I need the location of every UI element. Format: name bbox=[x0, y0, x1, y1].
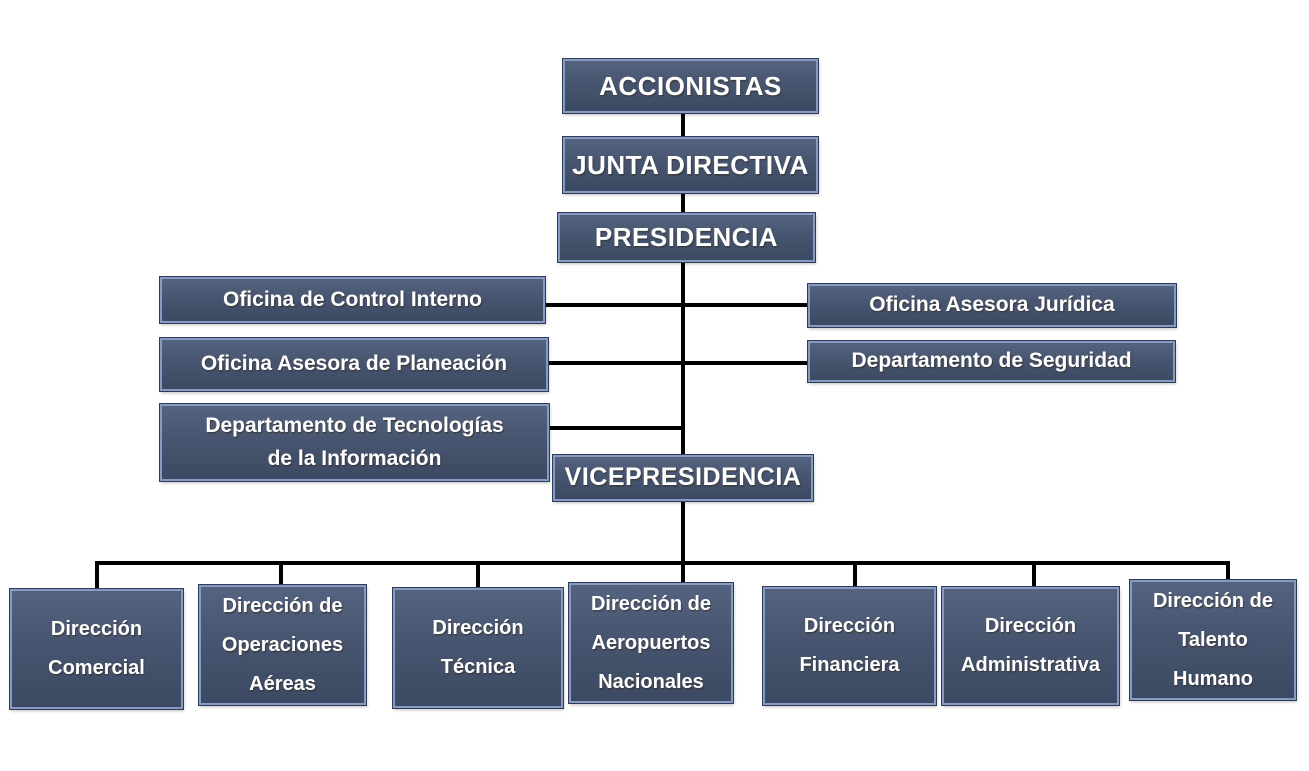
connector-stub-1 bbox=[95, 561, 99, 591]
node-junta-directiva: JUNTA DIRECTIVA bbox=[563, 137, 818, 193]
connector-stub-7 bbox=[1226, 561, 1230, 591]
connector-accionistas-junta bbox=[681, 113, 685, 139]
node-direccion-tecnica: Dirección Técnica bbox=[393, 588, 563, 708]
connector-row1-horizontal bbox=[545, 303, 808, 307]
connector-bottom-bar bbox=[95, 561, 1230, 565]
connector-stub-4 bbox=[681, 561, 685, 591]
node-direccion-aeropuertos-nacionales: Dirección de Aeropuertos Nacionales bbox=[569, 583, 733, 703]
node-direccion-comercial: Dirección Comercial bbox=[10, 589, 183, 709]
node-direccion-talento-humano: Dirección de Talento Humano bbox=[1130, 580, 1296, 700]
connector-row3-horizontal bbox=[549, 426, 685, 430]
connector-stub-5 bbox=[853, 561, 857, 591]
node-direccion-operaciones-aereas: Dirección de Operaciones Aéreas bbox=[199, 585, 366, 705]
connector-trunk-vertical bbox=[681, 260, 685, 563]
connector-stub-6 bbox=[1032, 561, 1036, 591]
node-vicepresidencia: VICEPRESIDENCIA bbox=[553, 455, 813, 501]
node-direccion-financiera: Dirección Financiera bbox=[763, 587, 936, 705]
node-departamento-tecnologias-informacion: Departamento de Tecnologías de la Inform… bbox=[160, 404, 549, 481]
connector-stub-3 bbox=[476, 561, 480, 591]
node-oficina-control-interno: Oficina de Control Interno bbox=[160, 277, 545, 323]
connector-row2-horizontal bbox=[548, 361, 808, 365]
node-accionistas: ACCIONISTAS bbox=[563, 59, 818, 113]
node-presidencia: PRESIDENCIA bbox=[558, 213, 815, 262]
connector-stub-2 bbox=[279, 561, 283, 591]
node-oficina-asesora-juridica: Oficina Asesora Jurídica bbox=[808, 284, 1176, 327]
connector-junta-presidencia bbox=[681, 193, 685, 215]
node-oficina-asesora-planeacion: Oficina Asesora de Planeación bbox=[160, 338, 548, 391]
node-direccion-administrativa: Dirección Administrativa bbox=[942, 587, 1119, 705]
node-departamento-seguridad: Departamento de Seguridad bbox=[808, 341, 1175, 382]
